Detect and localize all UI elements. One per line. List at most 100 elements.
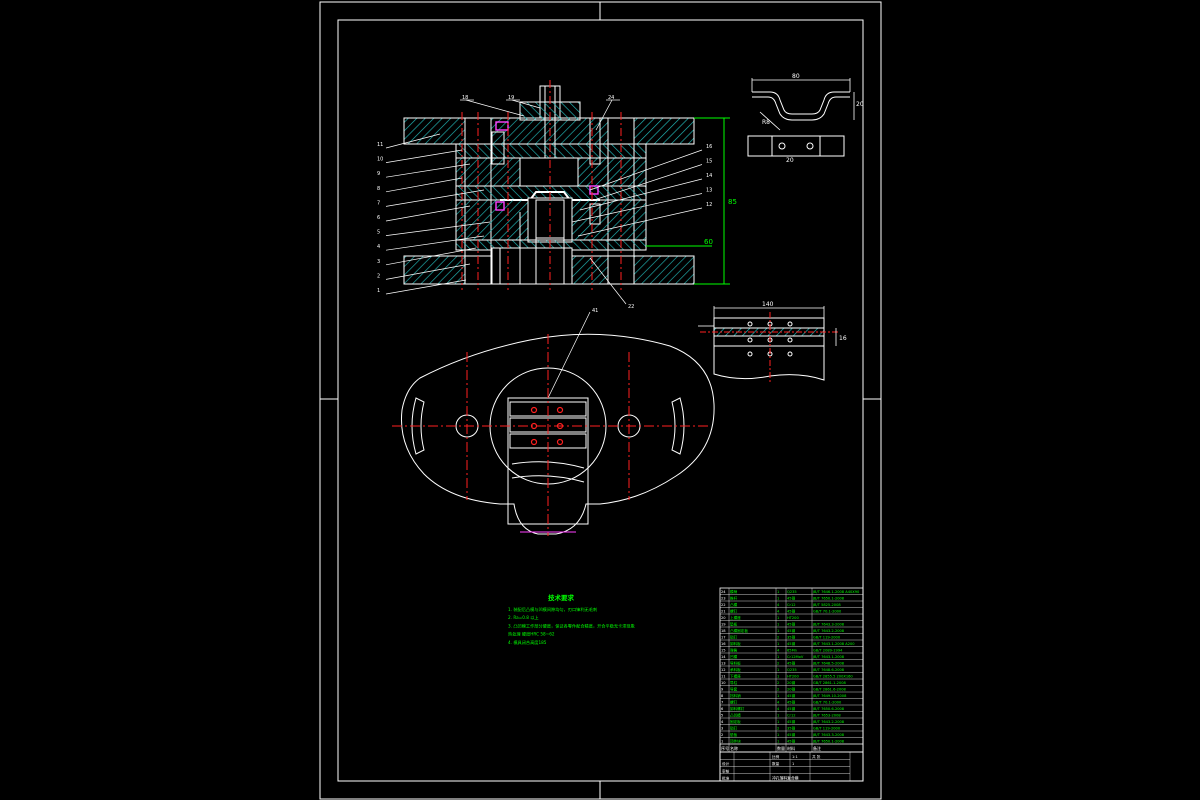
table-cell: JB/T 7643.2-2008	[812, 629, 845, 633]
table-cell: JB/T 5825-2008	[812, 603, 841, 607]
table-cell: 承料板	[730, 667, 741, 672]
note-line: 3. 凸凹模工作部分硬度，保证各零件配合精度，开合平稳无卡滞现象	[508, 622, 635, 629]
dim-section-height: 85	[728, 198, 737, 206]
table-cell: GB/T 2861.6-2008	[813, 688, 847, 692]
table-cell: GB/T 119-2000	[813, 636, 841, 640]
table-cell: 模柄	[730, 589, 738, 594]
table-cell: 20钢	[787, 680, 796, 685]
die-section-view: 85 60	[403, 80, 737, 290]
table-cell: 14	[721, 655, 726, 659]
table-cell: 2	[777, 688, 779, 692]
title-approve-label: 批准	[722, 776, 730, 781]
callout-leader	[385, 235, 485, 251]
table-cell: 45钢	[787, 628, 796, 633]
callout-top-label: 19	[508, 95, 514, 101]
dim-strip-side: 16	[839, 335, 847, 342]
dim-part-hole: 20	[786, 157, 794, 164]
callout-left-label: 3	[377, 259, 380, 265]
table-cell: 22	[721, 603, 726, 607]
callout-leader	[385, 279, 467, 295]
callout-left-label: 5	[377, 230, 380, 236]
table-cell: 15	[721, 649, 726, 653]
table-cell: 23	[721, 597, 726, 601]
table-cell: 4	[777, 649, 780, 653]
table-cell: 1	[777, 590, 779, 594]
table-cell: 凸模	[730, 602, 738, 607]
table-cell: 卸料板	[730, 641, 741, 646]
table-cell: 35钢	[787, 726, 796, 731]
callout-right-label: 12	[706, 202, 712, 208]
table-cell: GB/T 2089-1994	[813, 649, 843, 653]
table-cell: 凸凹模	[730, 713, 741, 718]
part-detail-view	[747, 91, 850, 157]
table-cell: 45钢	[787, 693, 796, 698]
title-design-label: 设计	[722, 761, 730, 766]
title-scale-label: 比例	[772, 754, 780, 759]
callout-left-label: 11	[377, 142, 383, 148]
table-cell: 1	[777, 720, 779, 724]
table-cell: JB/T 7643.1-2008 A200	[812, 642, 855, 646]
table-cell: 6	[721, 707, 724, 711]
table-cell: 1	[721, 740, 723, 744]
callout-bottom-label: 22	[628, 304, 634, 310]
strip-layout-view: 140 16	[698, 301, 847, 384]
table-cell: 凸模固定板	[730, 628, 748, 633]
table-cell: 2	[777, 662, 779, 666]
table-cell: 销钉	[730, 635, 738, 640]
table-cell: HT200	[787, 616, 799, 620]
table-cell: 4	[777, 707, 780, 711]
table-cell: JB/T 7643.3-2008	[812, 623, 845, 627]
table-cell: 24	[721, 590, 726, 594]
table-cell: 1	[777, 616, 779, 620]
table-cell: 垫板	[730, 622, 738, 627]
table-cell: 4	[721, 720, 724, 724]
table-cell: GB/T 2861.1-2008	[813, 681, 847, 685]
callout-plan-label: 41	[592, 308, 598, 314]
dim-part-angle: R8	[762, 119, 770, 126]
callout-leader	[385, 177, 463, 193]
title-qty-value: 1	[792, 762, 794, 766]
table-cell: 2	[777, 681, 779, 685]
callout-leader	[465, 99, 525, 117]
table-cell: JB/T 7649.10-2008	[812, 694, 847, 698]
callout-leader	[385, 205, 471, 222]
table-cell: 3	[721, 727, 723, 731]
callout-left-label: 1	[377, 288, 380, 294]
callout-left-label: 7	[377, 200, 380, 206]
lower-die-outline	[400, 333, 715, 535]
title-drawing-name: 冲孔落料复合模	[772, 776, 799, 781]
table-cell: 1	[777, 597, 779, 601]
table-cell: 21	[721, 610, 726, 614]
table-cell: JB/T 7643.1-2008	[812, 655, 845, 659]
callout-leader	[593, 164, 703, 201]
table-cell: 1	[777, 714, 779, 718]
table-cell: 12	[721, 668, 726, 672]
table-cell: GB/T 119-2000	[813, 727, 841, 731]
table-cell: JB/T 7650.6-2008	[812, 707, 845, 711]
table-cell: 1	[777, 623, 779, 627]
dim-part-right: 20	[856, 101, 864, 108]
table-cell: 45钢	[787, 700, 796, 705]
table-cell: 17	[721, 636, 726, 640]
callout-leader	[579, 178, 703, 211]
pierce-marker-1	[495, 121, 509, 131]
title-qty-label: 数量	[772, 761, 780, 766]
table-cell: 20	[721, 616, 726, 620]
callout-leader	[385, 149, 463, 163]
table-cell: 导套	[730, 687, 738, 692]
table-cell: 7	[721, 701, 723, 705]
callout-leader	[385, 221, 491, 236]
table-cell: 4	[777, 701, 780, 705]
table-cell: 下模座	[730, 674, 741, 679]
table-header-cell: 序号	[721, 745, 729, 751]
table-cell: JB/T 7648.6-2008	[812, 668, 845, 672]
callout-right-label: 14	[706, 173, 712, 179]
callout-right-label: 16	[706, 144, 712, 150]
table-cell: 1	[777, 740, 779, 744]
table-cell: JB/T 7650.1-2008	[812, 740, 845, 744]
callout-leader	[385, 133, 441, 149]
table-cell: 4	[777, 603, 780, 607]
table-cell: Q235	[787, 590, 797, 594]
